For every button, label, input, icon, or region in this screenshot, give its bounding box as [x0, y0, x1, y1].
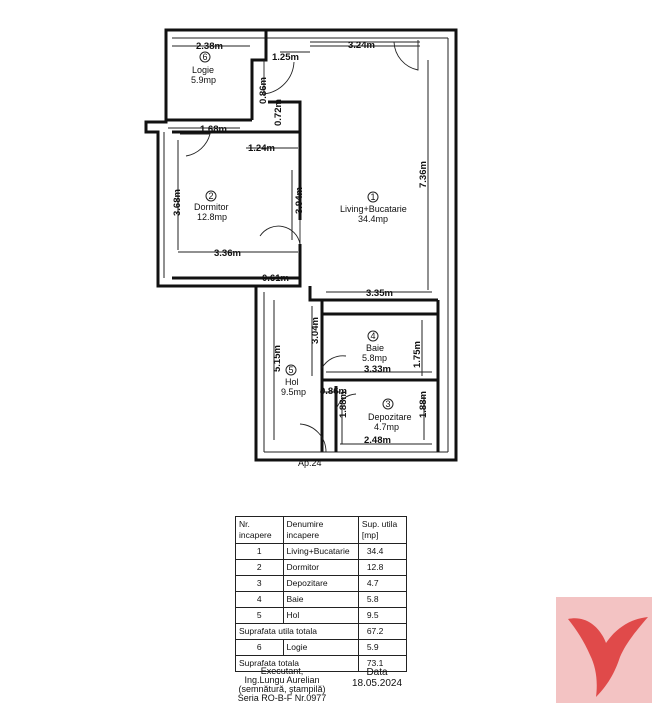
svg-text:5.8mp: 5.8mp — [362, 353, 387, 363]
table-row: 2 Dormitor 12.8 — [235, 559, 408, 576]
area-table: Nr. incapere Denumire incapere Sup. util… — [235, 516, 408, 672]
svg-text:Depozitare: Depozitare — [368, 412, 412, 422]
door-bath — [321, 340, 347, 370]
dim-logie-width: 2.38m — [196, 41, 223, 52]
dim-living-bottom: 3.35m — [366, 288, 393, 299]
room-hol: 5 Hol 9.5mp — [281, 364, 306, 397]
svg-text:Living+Bucatarie: Living+Bucatarie — [340, 204, 407, 214]
svg-text:Baie: Baie — [366, 343, 384, 353]
table-row-logia: 6 Logie 5.9 — [235, 639, 408, 656]
header-area: Sup. utila [mp] — [357, 516, 408, 544]
interior-walls — [166, 30, 440, 452]
door-bedroom-logie — [180, 133, 211, 157]
dim-logie-small: 0.72m — [273, 99, 284, 126]
grand-total-row: Suprafata totala 73.1 — [235, 655, 408, 672]
dim-living-height: 7.36m — [418, 161, 429, 188]
executant-label: Executant, — [260, 666, 304, 676]
grand-total-label: Suprafata totala — [235, 655, 359, 672]
outer-wall — [144, 28, 458, 462]
engineer-name: Ing.Lungu Aurelian — [244, 675, 320, 685]
dim-bedroom-inner: 3.94m — [294, 187, 305, 214]
dim-bedroom-height: 3.68m — [172, 189, 183, 216]
svg-text:5.9mp: 5.9mp — [191, 75, 216, 85]
svg-text:3: 3 — [385, 399, 390, 409]
dim-bedroom-top: 1.68m — [200, 124, 227, 135]
svg-text:1: 1 — [370, 192, 375, 202]
date-label: Data — [366, 667, 388, 678]
useful-total-label: Suprafata utila totala — [235, 623, 359, 640]
room-depozitare: 3 Depozitare 4.7mp — [368, 398, 412, 432]
floor-plan: 2.38m 1.25m 3.24m 0.86m 0.72m 1.68m 1.24… — [144, 28, 458, 468]
dim-hall-top: 0.61m — [262, 273, 289, 284]
date-value: 18.05.2024 — [351, 678, 403, 689]
svg-text:Dormitor: Dormitor — [194, 202, 229, 212]
table-row: 5 Hol 9.5 — [235, 607, 408, 624]
dim-storage-bottom: 2.48m — [364, 435, 391, 446]
svg-text:5: 5 — [288, 365, 293, 375]
grand-total-value: 73.1 — [357, 655, 408, 672]
svg-text:12.8mp: 12.8mp — [197, 212, 227, 222]
room-baie: 4 Baie 5.8mp — [362, 330, 387, 363]
dim-bedroom-bottom: 3.36m — [214, 248, 241, 259]
dim-bath-bottom: 3.33m — [364, 364, 391, 375]
room-living: 1 Living+Bucatarie 34.4mp — [340, 191, 407, 224]
brand-logo-icon — [556, 597, 652, 703]
signature-note: (semnătură, ştampilă) — [238, 684, 326, 694]
dim-bath-height: 1.75m — [412, 341, 423, 368]
svg-text:34.4mp: 34.4mp — [358, 214, 388, 224]
useful-total-value: 67.2 — [357, 623, 408, 640]
date-block: Data 18.05.2024 — [342, 667, 412, 689]
header-name: Denumire incapere — [282, 516, 359, 544]
dim-bedroom-sub: 1.24m — [248, 143, 275, 154]
window-line — [310, 37, 420, 43]
table-header-row: Nr. incapere Denumire incapere Sup. util… — [235, 516, 408, 544]
svg-text:4.7mp: 4.7mp — [374, 422, 399, 432]
dim-hall-height: 5.15m — [272, 345, 283, 372]
svg-text:4: 4 — [370, 331, 375, 341]
svg-text:Logie: Logie — [192, 65, 214, 75]
table-row: 1 Living+Bucatarie 34.4 — [235, 543, 408, 560]
door-entrance — [298, 423, 327, 453]
svg-text:9.5mp: 9.5mp — [281, 387, 306, 397]
door-logie — [263, 60, 295, 95]
useful-total-row: Suprafata utila totala 67.2 — [235, 623, 408, 640]
series-number: Seria RO-B-F Nr.0977 — [237, 693, 327, 703]
dimension-lines — [168, 45, 432, 445]
dim-hall-mid: 3.04m — [310, 317, 321, 344]
room-logie: 6 Logie 5.9mp — [191, 51, 216, 85]
svg-text:2: 2 — [208, 191, 213, 201]
table-row: 3 Depozitare 4.7 — [235, 575, 408, 592]
apartment-number: Ap.24 — [298, 458, 322, 468]
dim-storage-left: 1.88m — [338, 391, 349, 418]
dim-logie-door: 0.86m — [258, 77, 269, 104]
room-dormitor: 2 Dormitor 12.8mp — [194, 190, 229, 222]
door-balcony — [393, 40, 419, 71]
header-nr: Nr. incapere — [235, 516, 284, 544]
table-row: 4 Baie 5.8 — [235, 591, 408, 608]
executant-block: Executant, Ing.Lungu Aurelian (semnătură… — [232, 667, 332, 703]
svg-text:6: 6 — [202, 52, 207, 62]
dim-top-middle: 1.25m — [272, 52, 299, 63]
door-bedroom — [259, 220, 301, 245]
dim-storage-right: 1.88m — [418, 391, 429, 418]
dim-living-top: 3.24m — [348, 40, 375, 51]
svg-text:Hol: Hol — [285, 377, 299, 387]
dim-hall-door: 0.86m — [320, 386, 347, 397]
